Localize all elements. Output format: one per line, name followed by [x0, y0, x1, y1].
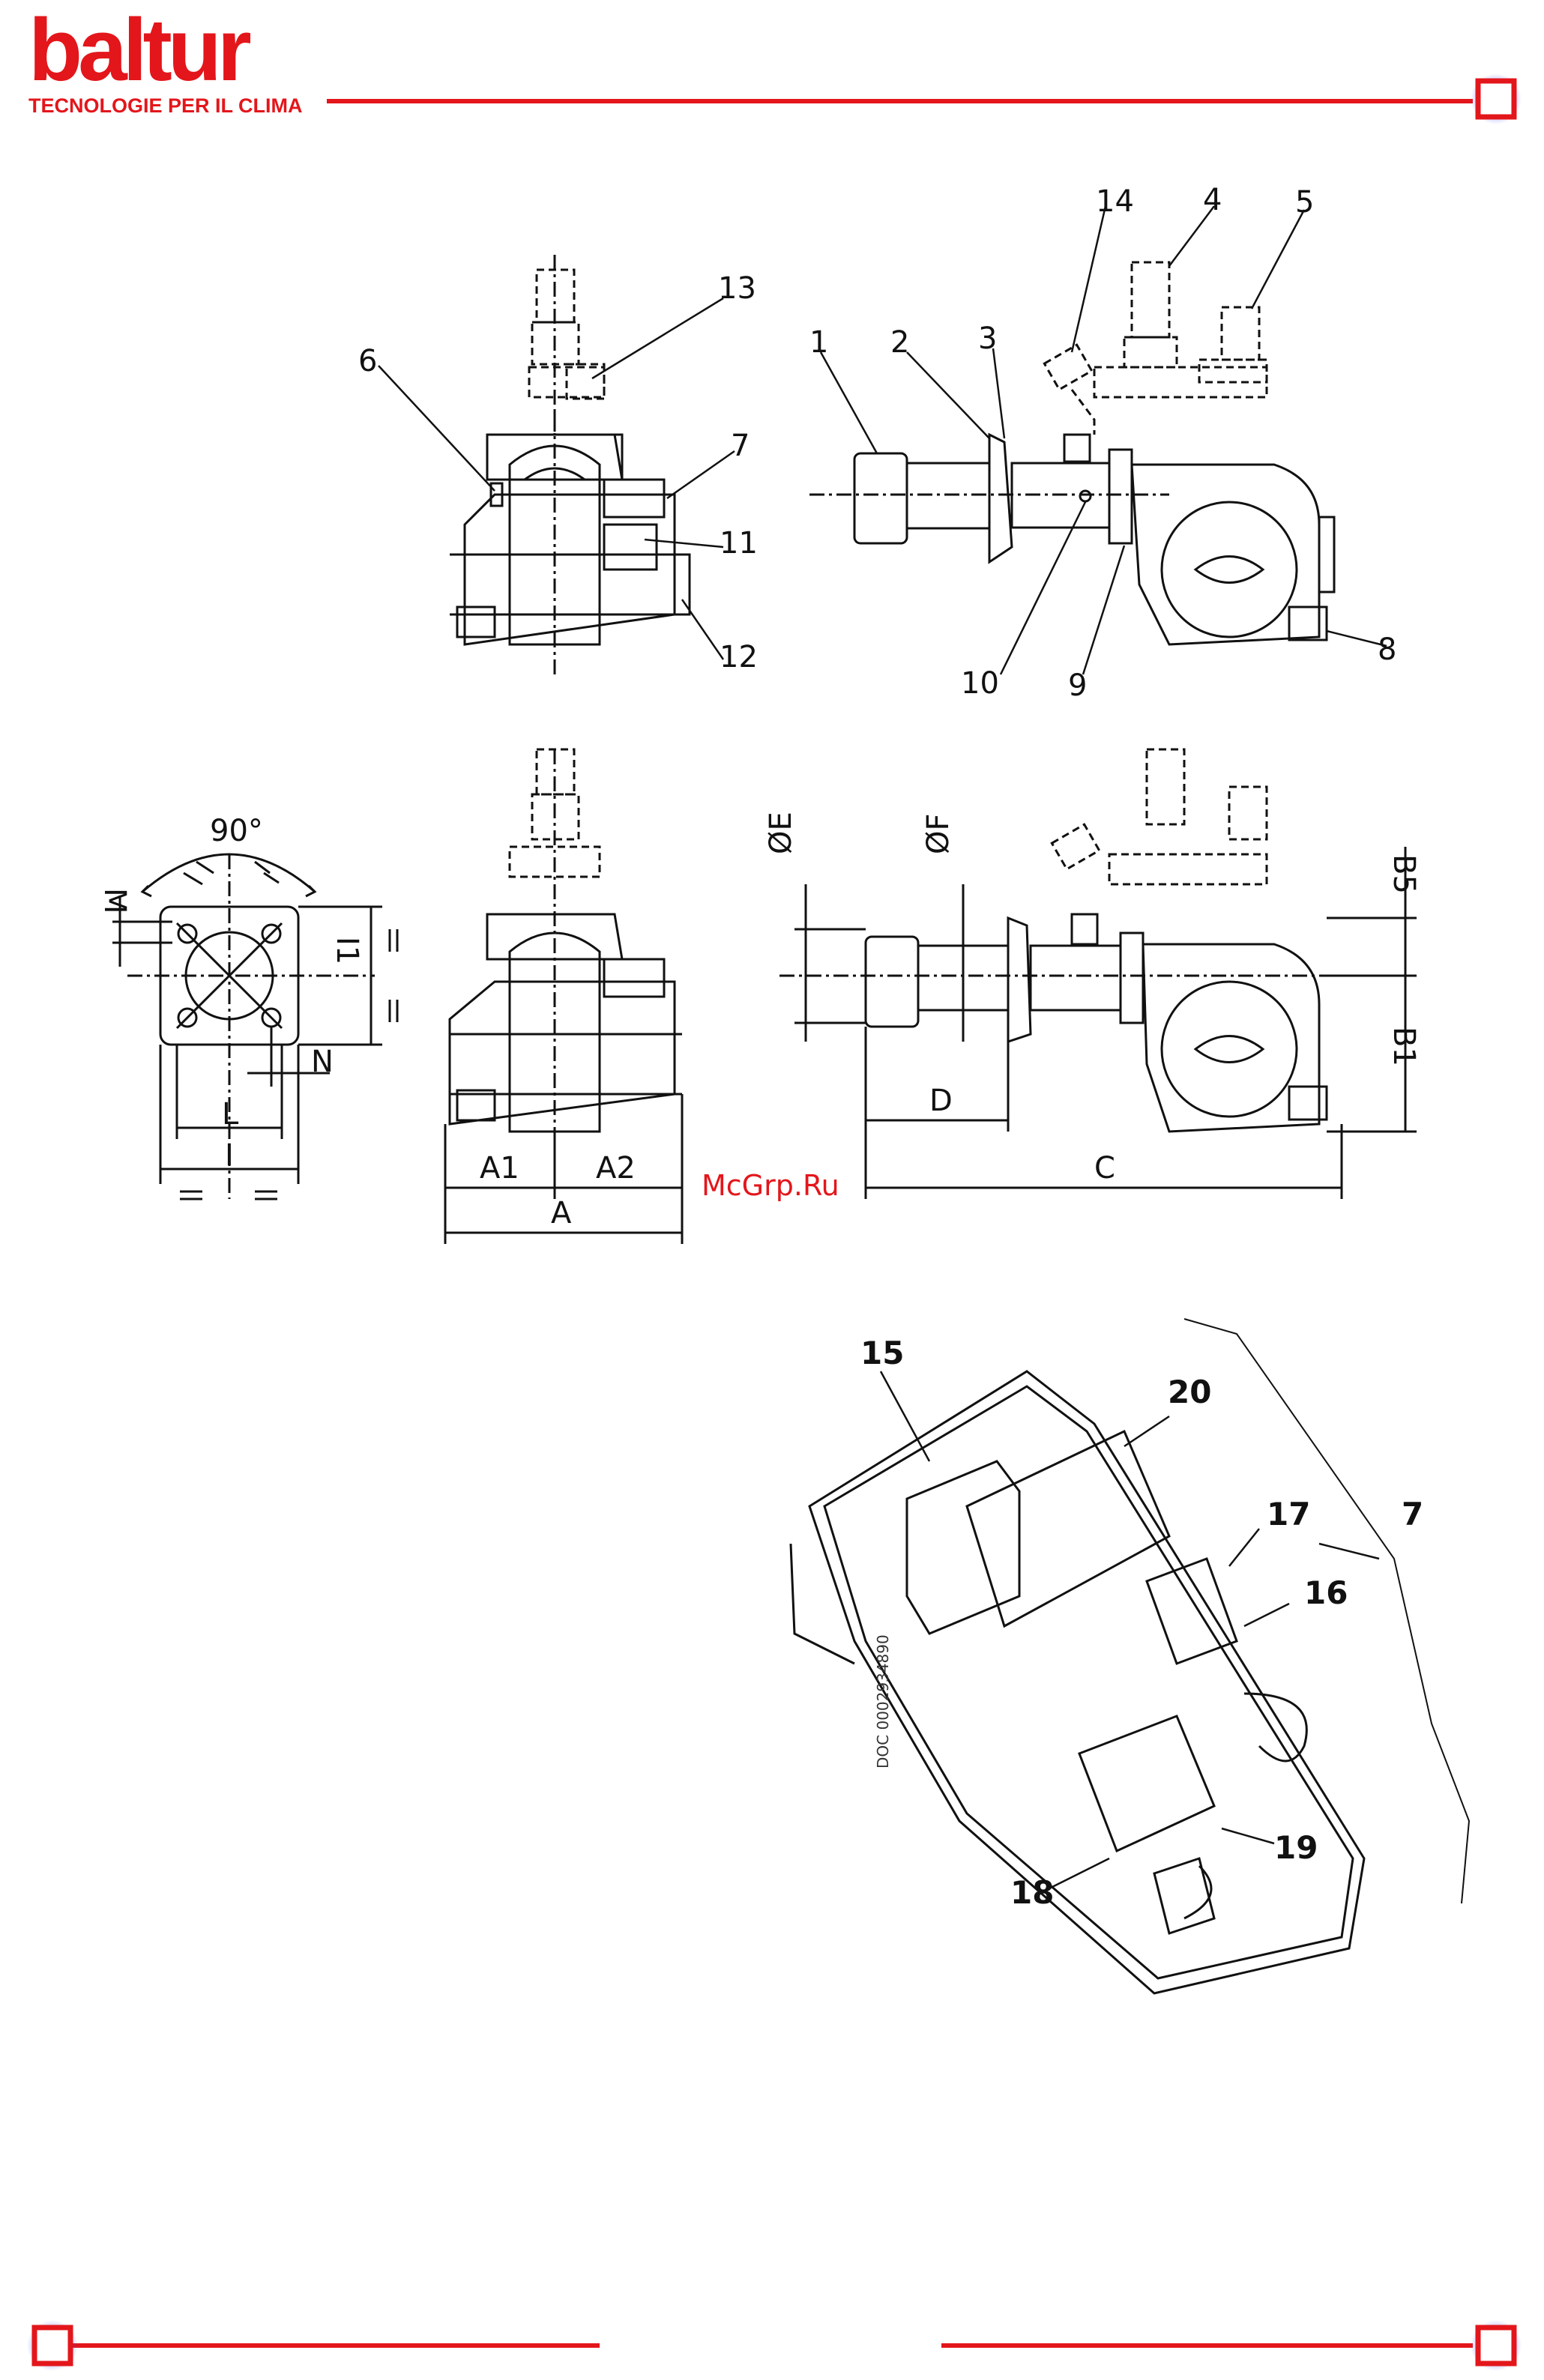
header-rule: [327, 73, 1522, 124]
dim-label-l: L: [222, 1097, 239, 1132]
part-label-7b: 7: [1402, 1496, 1423, 1532]
part-label-4: 4: [1203, 183, 1222, 217]
side-gas-train-dashed: [1044, 262, 1267, 435]
burner-front-view: [450, 255, 690, 674]
gas-train-dashed: [529, 270, 604, 435]
flange-labels: 90° M I1 N L I: [97, 814, 364, 1173]
control-panel-drawing: [791, 1319, 1469, 1993]
dim-label-i: I: [225, 1138, 234, 1173]
part-label-20: 20: [1168, 1374, 1211, 1410]
part-label-15: 15: [860, 1335, 904, 1371]
dim-label-n: N: [311, 1045, 334, 1079]
dim-label-of: ØF: [921, 814, 956, 855]
part-label-17: 17: [1267, 1496, 1310, 1532]
side-dimension-labels: ØE ØF D C B5 B1: [764, 812, 1421, 1186]
part-label-11: 11: [720, 526, 758, 561]
dim-label-a: A: [551, 1196, 572, 1230]
part-label-2: 2: [890, 325, 909, 360]
footer-rule: [27, 2320, 1522, 2371]
part-label-19: 19: [1274, 1829, 1318, 1866]
part-label-18: 18: [1010, 1874, 1054, 1911]
part-label-1: 1: [809, 325, 828, 360]
part-label-10: 10: [961, 666, 999, 701]
side-dimension-drawing: [779, 749, 1417, 1199]
part-label-13: 13: [718, 271, 756, 306]
dim-label-b5: B5: [1387, 854, 1421, 894]
part-label-9: 9: [1068, 668, 1087, 703]
front-dimension-labels: A1 A2 A: [480, 1151, 636, 1230]
dim-label-a2: A2: [596, 1151, 636, 1186]
dim-label-angle: 90°: [210, 814, 263, 848]
part-label-12: 12: [720, 640, 758, 674]
dim-label-i1: I1: [330, 937, 364, 964]
control-panel-leaders: [881, 1371, 1379, 1888]
dim-label-oe: ØE: [764, 812, 798, 854]
dim-label-m: M: [97, 888, 132, 914]
part-label-5: 5: [1295, 185, 1314, 220]
dim-label-c: C: [1094, 1151, 1115, 1186]
side-view-leaders: [821, 206, 1387, 674]
part-label-16: 16: [1304, 1574, 1348, 1611]
dim-label-b1: B1: [1387, 1027, 1421, 1066]
flange-drawing: [112, 854, 397, 1199]
burner-side-view: [809, 262, 1334, 644]
side-view-labels: 1 2 3 14 4 5 10 9 8: [809, 183, 1396, 703]
part-label-6: 6: [358, 344, 377, 378]
part-label-7: 7: [731, 429, 750, 463]
part-label-8: 8: [1378, 632, 1396, 667]
part-label-3: 3: [978, 321, 997, 356]
dim-label-d: D: [929, 1084, 953, 1118]
dim-label-a1: A1: [480, 1151, 519, 1186]
part-label-14: 14: [1096, 184, 1134, 219]
doc-code: DOC 0002934890: [874, 1634, 892, 1769]
